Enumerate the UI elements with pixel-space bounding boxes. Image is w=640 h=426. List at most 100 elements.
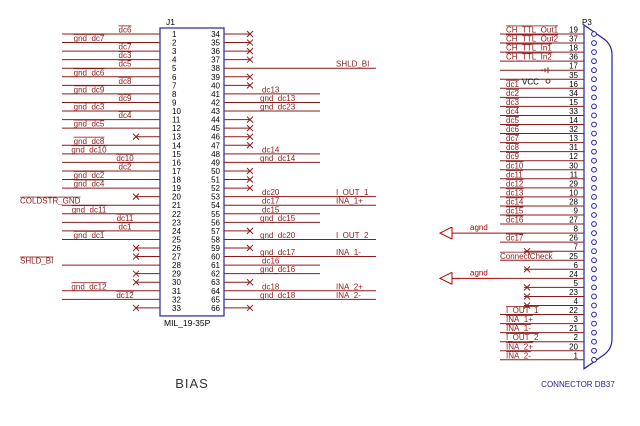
agnd-label: agnd: [470, 223, 488, 232]
no-connect-stroke: [246, 47, 254, 55]
pin-number: 18: [569, 44, 578, 53]
pin-number: 28: [172, 261, 181, 270]
net-label: gnd_dc15: [260, 214, 296, 223]
pin-number: 18: [172, 176, 181, 185]
no-connect-stroke: [523, 284, 531, 291]
pin-socket: [591, 94, 597, 101]
no-connect-mark: [246, 82, 254, 89]
net-label-ina-1-: INA_1-: [336, 248, 361, 257]
agnd-arrow: agnd: [438, 223, 500, 240]
agnd-arrow-icon: [438, 271, 453, 285]
pin-number: 42: [211, 98, 220, 107]
pin-number: 66: [211, 304, 220, 313]
pin-number: 36: [211, 47, 220, 56]
pin-number: 39: [211, 73, 220, 82]
pin-number: 12: [569, 152, 578, 161]
no-connect-mark: [246, 227, 254, 235]
no-connect-mark: [246, 304, 254, 312]
p3-pin-24: 24: [500, 270, 597, 282]
j1-pin-37: 37: [211, 56, 254, 65]
pin-socket: [591, 221, 597, 227]
pin-number: 6: [172, 73, 177, 82]
p3-pin-35: 35: [500, 71, 597, 83]
pin-number: 14: [569, 116, 578, 125]
j1-ref: J1: [166, 17, 175, 27]
pin-number: 15: [172, 150, 181, 159]
pin-number: 6: [574, 261, 579, 270]
pin-number: 65: [211, 295, 220, 304]
pin-number: 41: [211, 90, 220, 99]
no-connect-mark: [523, 284, 531, 291]
net-label: dc13: [506, 188, 524, 197]
pin-number: 44: [211, 116, 220, 125]
pin-number: 10: [569, 188, 578, 197]
net-label: dc1: [119, 222, 132, 231]
net-label: dc13: [262, 85, 280, 94]
p3-ref: P3: [582, 18, 592, 27]
pin-number: 29: [172, 270, 181, 279]
pin-number: 9: [574, 207, 579, 216]
no-connect-stroke: [246, 116, 254, 123]
pin-socket: [591, 40, 597, 46]
pin-number: 5: [574, 279, 579, 288]
no-connect-mark: [132, 193, 140, 200]
p3-pin-2: 2I_OUT_2: [500, 333, 597, 345]
pin-number: 1: [172, 30, 177, 39]
net-label: INA_2+: [506, 342, 533, 351]
pin-socket: [591, 320, 597, 327]
net-label: gnd_dc23: [260, 103, 296, 112]
no-connect-mark: [132, 270, 140, 278]
pin-socket: [591, 266, 597, 273]
j1-pin-35: 35: [211, 39, 254, 48]
no-connect-stroke: [246, 184, 254, 192]
net-label: dc1: [506, 80, 519, 89]
pin-socket: [591, 157, 597, 164]
net-label: gnd_dc6: [74, 68, 105, 77]
pin-socket: [591, 293, 597, 300]
no-connect-mark: [132, 244, 140, 252]
net-label: dc8: [119, 77, 132, 86]
pin-number: 45: [211, 124, 220, 133]
pin-number: 46: [211, 133, 220, 142]
pin-number: 30: [569, 161, 578, 170]
pin-number: 47: [211, 141, 220, 150]
pin-number: 21: [172, 201, 181, 210]
pin-socket: [591, 356, 597, 363]
no-connect-mark: [132, 133, 140, 141]
net-label: gnd_dc16: [260, 265, 296, 274]
pin-socket: [591, 67, 597, 74]
net-label: dc7: [506, 134, 519, 143]
pin-number: 1: [574, 351, 579, 360]
p3-pin-5: 5: [523, 279, 597, 291]
pin-number: 2: [172, 39, 177, 48]
j1-pin-44: 44: [211, 116, 254, 125]
net-label: gnd_dc5: [74, 120, 105, 129]
pin-number: 5: [172, 64, 177, 73]
j1-pin-36: 36: [211, 47, 254, 56]
pin-socket: [591, 58, 597, 65]
pin-number: 2: [574, 333, 579, 342]
net-label: dc16: [262, 257, 280, 266]
pin-number: 16: [172, 158, 181, 167]
pin-socket: [591, 31, 597, 37]
j1-body: [159, 27, 225, 317]
pin-number: 48: [211, 150, 220, 159]
